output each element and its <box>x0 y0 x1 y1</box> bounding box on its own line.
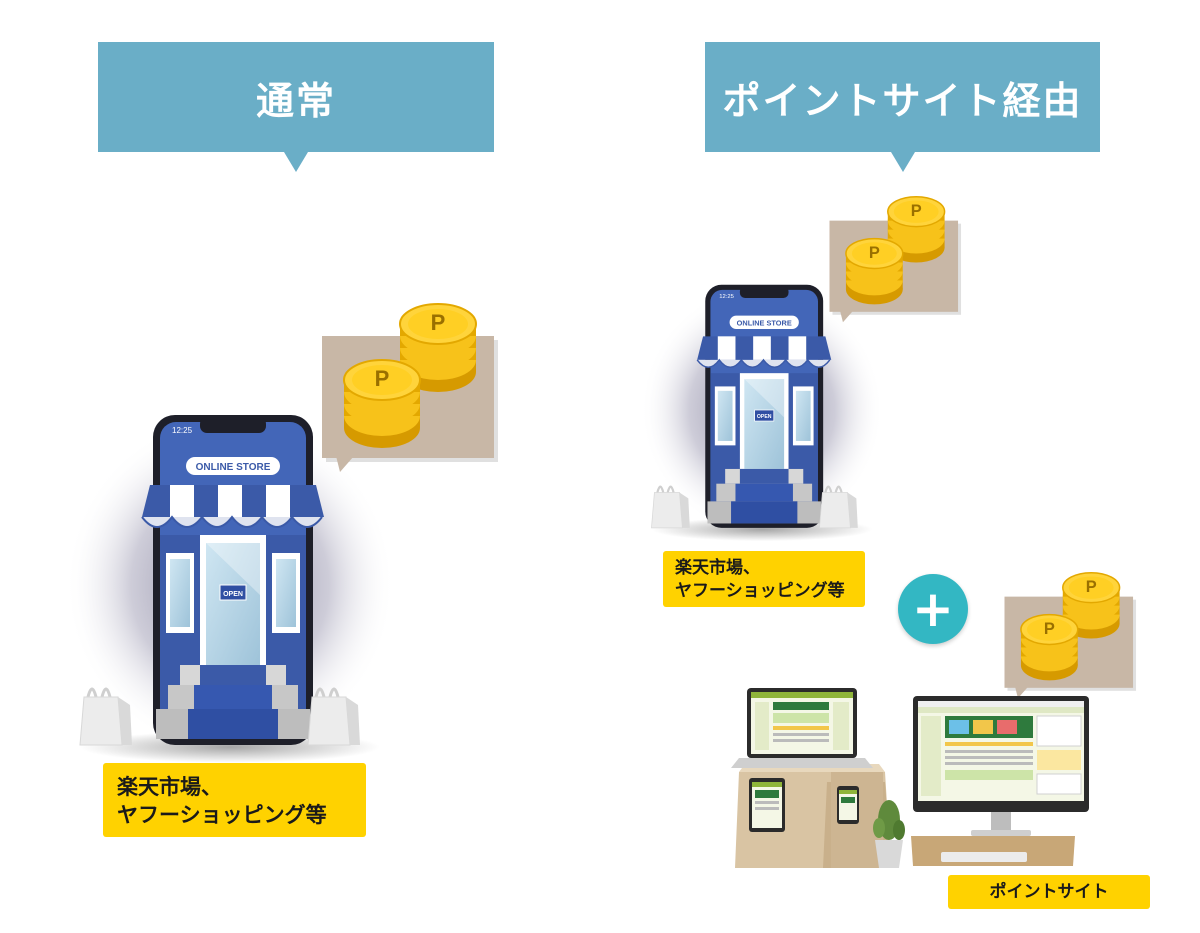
smartphone-icon <box>837 786 859 824</box>
svg-text:P: P <box>375 366 390 391</box>
svg-text:P: P <box>1044 620 1055 638</box>
coin-stack-icon: P <box>1062 571 1121 640</box>
store-sign-right: ONLINE STORE <box>737 318 792 327</box>
svg-text:P: P <box>1086 578 1097 596</box>
door-sign: OPEN <box>223 591 243 598</box>
header-point-site: ポイントサイト経由 <box>705 42 1100 172</box>
point-site-label-text: ポイントサイト <box>989 881 1109 902</box>
store-label-left-line1: 楽天市場、 <box>117 775 222 799</box>
tablet-icon <box>749 778 785 832</box>
store-label-right-line1: 楽天市場、 <box>675 558 760 578</box>
speech-bubble-icon: P P <box>829 195 962 323</box>
store-label-left-line2: ヤフーショッピング等 <box>117 803 327 828</box>
coin-stack-icon: P <box>343 359 421 449</box>
door-sign-right: OPEN <box>757 414 772 420</box>
coin-stack-icon: P <box>399 303 477 393</box>
smartphone-store-icon: 12:25 ONLINE STORE OPEN <box>65 415 395 763</box>
speech-bubble-icon: P P <box>322 303 498 472</box>
laptop-icon <box>731 688 873 768</box>
svg-text:P: P <box>869 244 880 262</box>
header-point-site-text: ポイントサイト経由 <box>722 78 1083 123</box>
header-normal: 通常 <box>98 42 494 172</box>
coin-stack-icon: P <box>887 195 946 264</box>
plus-icon: + <box>898 574 968 644</box>
devices-scene <box>731 688 1089 868</box>
point-site-label: ポイントサイト <box>948 875 1150 909</box>
phone-time-right: 12:25 <box>719 294 734 300</box>
header-normal-text: 通常 <box>255 78 336 123</box>
svg-text:P: P <box>911 202 922 220</box>
speech-bubble-icon: P P <box>1004 571 1137 699</box>
svg-text:P: P <box>431 310 446 335</box>
store-sign: ONLINE STORE <box>196 462 271 473</box>
store-label-right: 楽天市場、 ヤフーショッピング等 <box>663 551 865 607</box>
store-label-left: 楽天市場、 ヤフーショッピング等 <box>103 763 366 837</box>
phone-time: 12:25 <box>172 426 193 435</box>
coin-stack-icon: P <box>1020 613 1079 682</box>
plant-icon <box>873 800 905 868</box>
monitor-icon <box>913 696 1089 836</box>
smartphone-store-icon: 12:25 ONLINE STORE OPEN <box>640 284 884 542</box>
store-label-right-line2: ヤフーショッピング等 <box>675 580 845 601</box>
coin-stack-icon: P <box>845 237 904 306</box>
plus-sign: + <box>912 580 954 638</box>
